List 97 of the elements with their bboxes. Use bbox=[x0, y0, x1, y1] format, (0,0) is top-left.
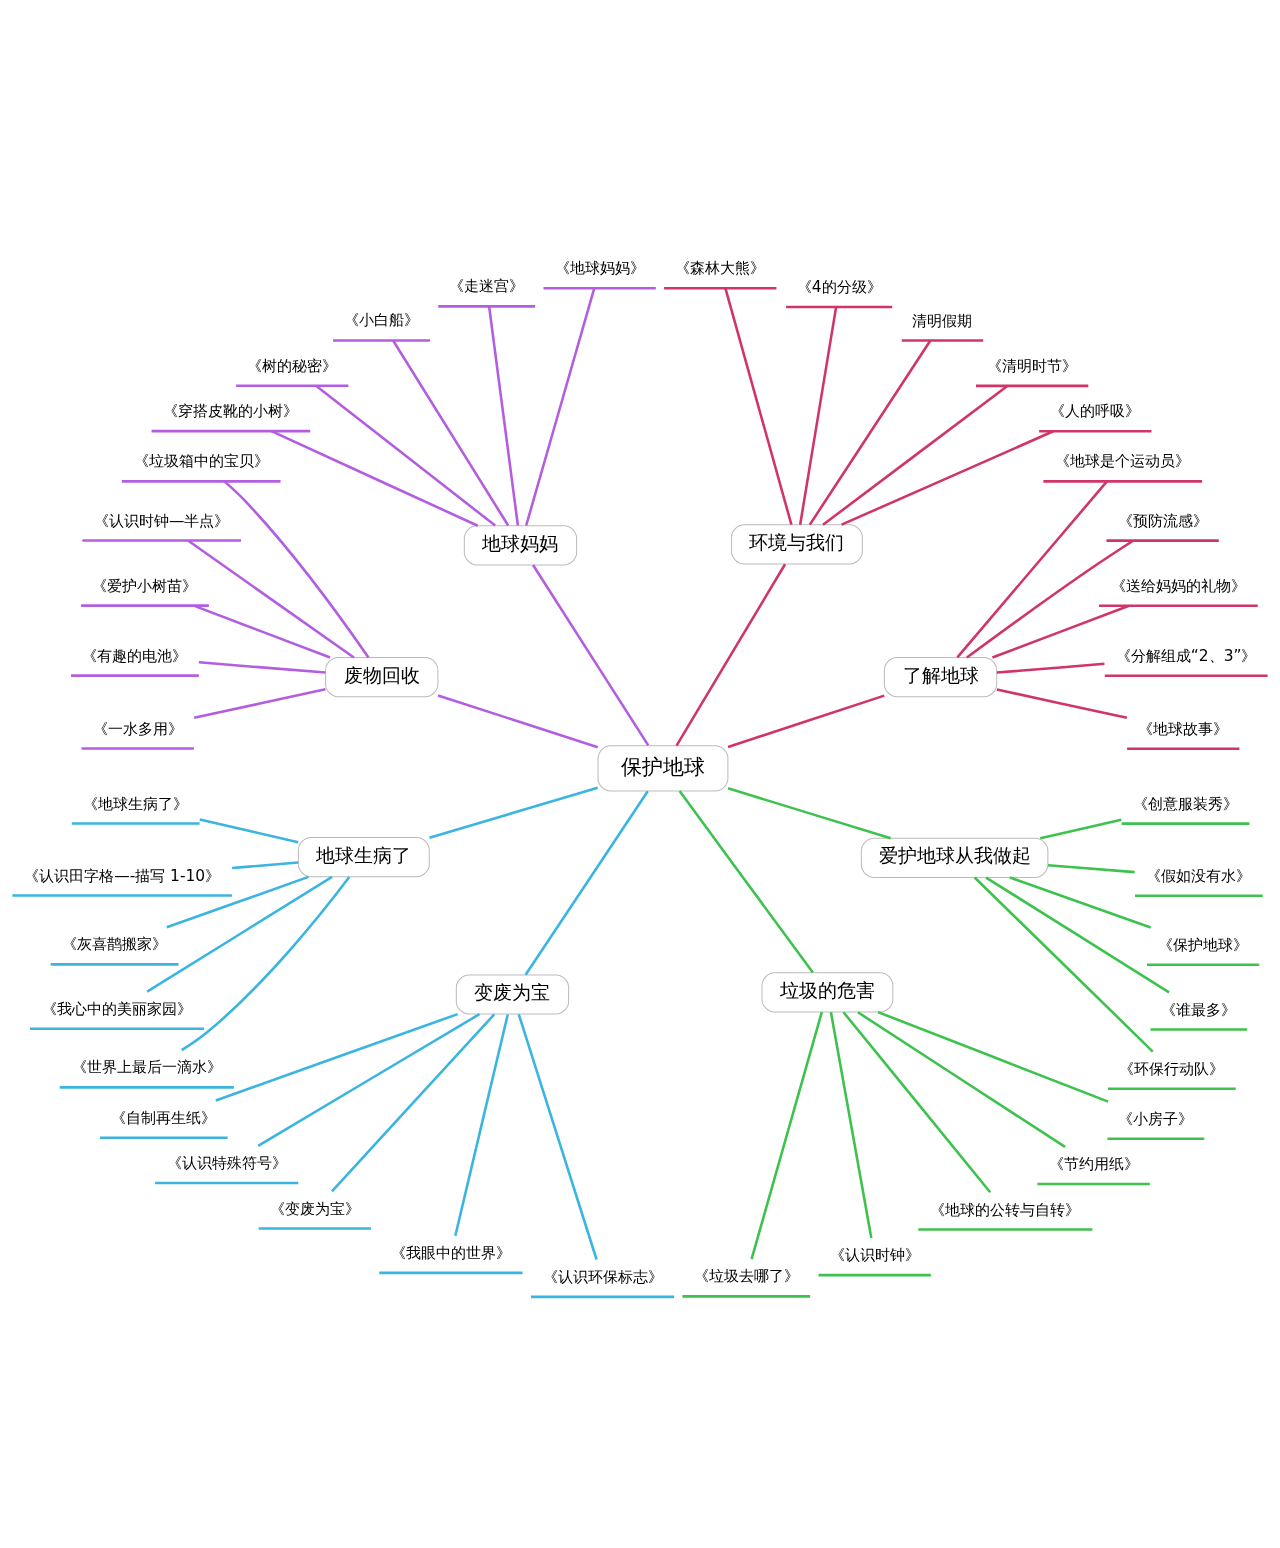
connector bbox=[678, 790, 814, 974]
node-text: 《节约用纸》 bbox=[1048, 1155, 1139, 1174]
connector bbox=[727, 694, 885, 749]
node-box: 环境与我们 bbox=[730, 524, 863, 565]
connector bbox=[437, 694, 599, 749]
connector bbox=[727, 787, 892, 840]
node-text: 《我眼中的世界》 bbox=[390, 1243, 511, 1262]
connector bbox=[996, 688, 1128, 720]
connector bbox=[992, 604, 1130, 659]
node-text: 《认识田字格—-描写 1-10》 bbox=[24, 866, 221, 885]
node-text: 《送给妈妈的礼物》 bbox=[1110, 576, 1246, 595]
connector bbox=[331, 1013, 496, 1193]
connector bbox=[392, 340, 510, 527]
node-text: 《地球的公转与自转》 bbox=[930, 1200, 1081, 1219]
connector bbox=[187, 539, 355, 659]
node-box: 地球生病了 bbox=[297, 837, 430, 878]
node-text: 《自制再生纸》 bbox=[111, 1108, 217, 1127]
node-text: 清明假期 bbox=[912, 311, 973, 330]
connector bbox=[231, 861, 299, 870]
node-text: 《树的秘密》 bbox=[247, 356, 338, 375]
connector bbox=[257, 1013, 481, 1147]
connector bbox=[454, 1014, 509, 1236]
connector bbox=[166, 875, 309, 929]
connector bbox=[966, 539, 1134, 659]
node-text: 《穿搭皮靴的小树》 bbox=[163, 402, 299, 421]
node-text: 《认识环保标志》 bbox=[542, 1267, 663, 1286]
connector bbox=[524, 287, 596, 526]
node-box: 爱护地球从我做起 bbox=[860, 837, 1049, 878]
node-text: 《地球故事》 bbox=[1138, 719, 1229, 738]
node-text: 《垃圾去哪了》 bbox=[693, 1267, 799, 1286]
node-text: 《变废为宝》 bbox=[269, 1199, 360, 1218]
connector bbox=[877, 1010, 1109, 1103]
connector bbox=[675, 563, 787, 747]
connector bbox=[146, 875, 333, 993]
connector bbox=[223, 480, 370, 659]
node-text: 《谁最多》 bbox=[1161, 1000, 1237, 1019]
connector bbox=[199, 818, 299, 844]
node-text: 《假如没有水》 bbox=[1146, 866, 1252, 885]
node-text: 《预防流感》 bbox=[1117, 511, 1208, 530]
node-text: 《走迷宫》 bbox=[449, 277, 525, 296]
node-text: 《灰喜鹊搬家》 bbox=[62, 935, 168, 954]
node-text: 《清明时节》 bbox=[987, 356, 1078, 375]
connector bbox=[1047, 863, 1135, 874]
connector bbox=[517, 1014, 598, 1260]
connector bbox=[531, 564, 650, 747]
connector bbox=[193, 688, 326, 720]
node-text: 《垃圾箱中的宝贝》 bbox=[133, 452, 269, 471]
node-text: 《我心中的美丽家园》 bbox=[42, 999, 193, 1018]
node-box: 变废为宝 bbox=[455, 974, 570, 1015]
connector bbox=[429, 786, 599, 839]
node-text: 《环保行动队》 bbox=[1119, 1059, 1225, 1078]
connector bbox=[270, 430, 479, 527]
node-text: 《地球生病了》 bbox=[83, 794, 189, 813]
connector bbox=[798, 306, 838, 525]
node-text: 《地球妈妈》 bbox=[554, 259, 645, 278]
node-text: 《世界上最后一滴水》 bbox=[71, 1058, 222, 1077]
node-text: 《4的分级》 bbox=[796, 278, 882, 297]
connector bbox=[198, 660, 326, 674]
connector bbox=[857, 1011, 1066, 1149]
node-text: 《认识特殊符号》 bbox=[166, 1154, 287, 1173]
node-text: 《地球是个运动员》 bbox=[1055, 452, 1191, 471]
connector bbox=[750, 1011, 824, 1260]
node-text: 《分解组成“2、3”》 bbox=[1115, 646, 1257, 665]
node-text: 《小白船》 bbox=[344, 311, 420, 330]
connector bbox=[524, 790, 649, 976]
connector bbox=[487, 306, 520, 526]
node-text: 《小房子》 bbox=[1118, 1109, 1194, 1128]
node-text: 《一水多用》 bbox=[92, 719, 183, 738]
connector bbox=[315, 384, 496, 527]
node-text: 《森林大熊》 bbox=[675, 259, 766, 278]
node-text: 《人的呼吸》 bbox=[1050, 402, 1141, 421]
node-text: 《保护地球》 bbox=[1158, 935, 1249, 954]
node-box: 了解地球 bbox=[883, 657, 998, 698]
connector bbox=[829, 1012, 873, 1239]
connector bbox=[193, 604, 331, 659]
connector bbox=[996, 662, 1105, 674]
connector bbox=[181, 876, 351, 1052]
connector bbox=[842, 1011, 992, 1194]
node-box: 废物回收 bbox=[325, 657, 439, 698]
node-text: 《有趣的电池》 bbox=[82, 646, 188, 665]
node-box: 垃圾的危害 bbox=[761, 972, 894, 1013]
node-box: 保护地球 bbox=[597, 745, 729, 792]
node-text: 《创意服装秀》 bbox=[1133, 794, 1239, 813]
connector bbox=[724, 288, 793, 525]
node-text: 《认识时钟》 bbox=[829, 1246, 920, 1265]
connector bbox=[985, 876, 1170, 994]
connector bbox=[841, 430, 1054, 526]
connector bbox=[822, 384, 1009, 526]
node-text: 《爱护小树苗》 bbox=[92, 576, 198, 595]
connector bbox=[1009, 876, 1152, 929]
node-box: 地球妈妈 bbox=[463, 525, 578, 566]
node-text: 《认识时钟—半点》 bbox=[94, 511, 230, 530]
connector bbox=[973, 876, 1154, 1053]
connector bbox=[215, 1012, 459, 1102]
connector bbox=[808, 340, 932, 526]
connector bbox=[1040, 818, 1122, 840]
connector bbox=[956, 480, 1108, 659]
